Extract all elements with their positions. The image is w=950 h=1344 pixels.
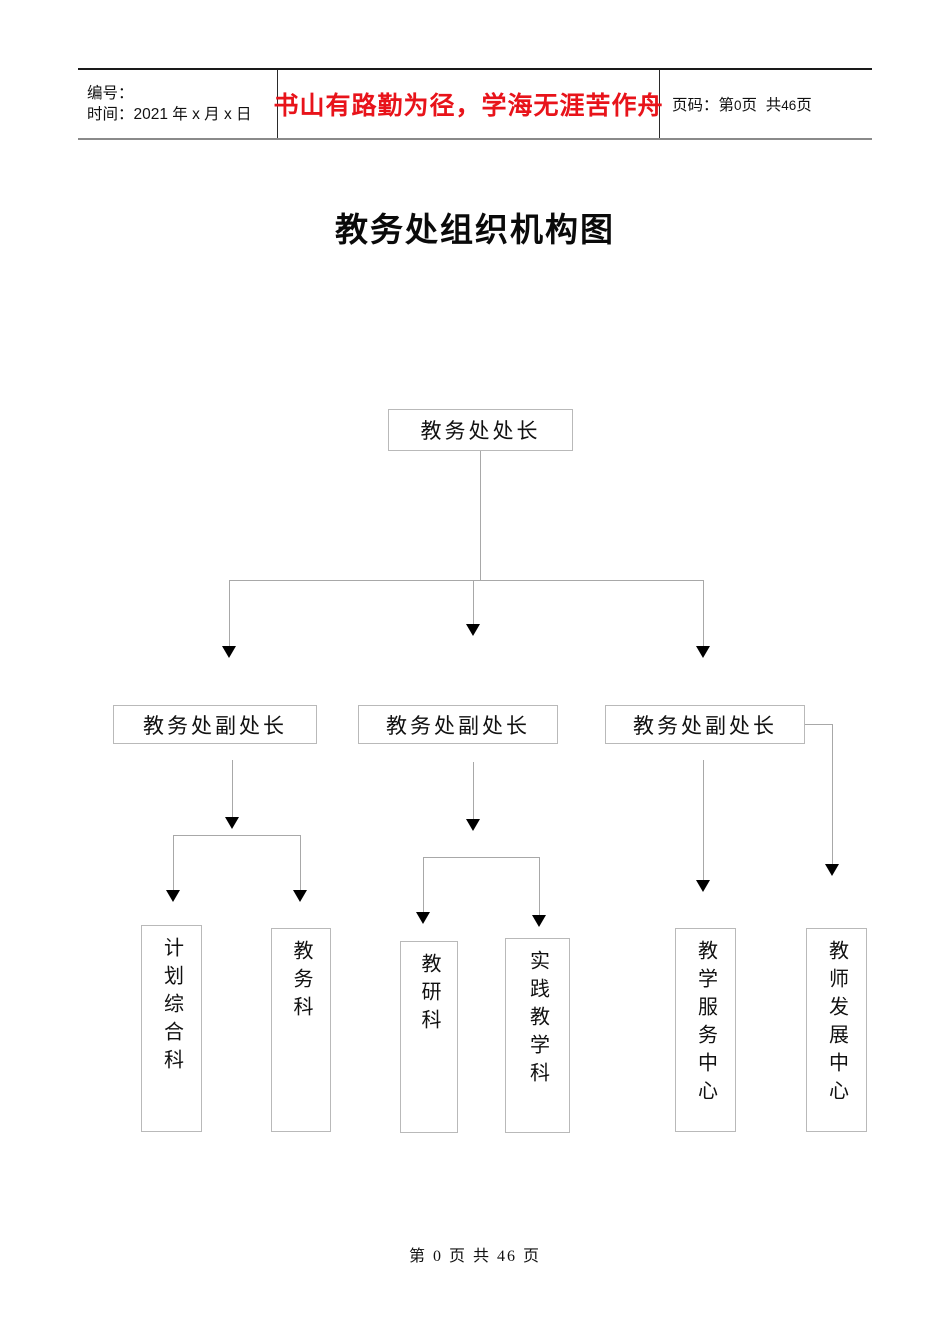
org-node-unit-1-label: 计划综合科 (160, 937, 183, 1077)
connector-to-unit-1 (173, 835, 174, 892)
arrowhead-to-unit-4 (532, 915, 546, 927)
header-page-label: 页码： (672, 97, 719, 114)
header-page-total-suffix: 页 (796, 97, 812, 114)
org-node-unit-6[interactable]: 教师发展中心 (806, 928, 867, 1132)
header-pagination: 页码：第0页 共46页 (672, 93, 872, 115)
header-cell-slogan: 书山有路勤为径，学海无涯苦作舟 (274, 70, 663, 138)
org-node-deputy-2-label: 教务处副处长 (386, 713, 530, 738)
org-node-unit-3[interactable]: 教研科 (400, 941, 458, 1133)
arrowhead-to-unit-1 (166, 890, 180, 902)
header-page-total-prefix: 共 (765, 97, 782, 114)
org-node-deputy-3[interactable]: 教务处副处长 (605, 705, 805, 744)
org-node-deputy-3-label: 教务处副处长 (633, 713, 777, 738)
header-slogan: 书山有路勤为径，学海无涯苦作舟 (273, 93, 664, 120)
arrowhead-to-unit-5 (696, 880, 710, 892)
org-node-director[interactable]: 教务处处长 (388, 409, 573, 451)
org-node-unit-6-label: 教师发展中心 (825, 940, 848, 1108)
header-cell-pagination: 页码：第0页 共46页 (660, 70, 872, 138)
header-cell-code-time: 编号： 时间：2021 年 x 月 x 日 (78, 70, 278, 138)
page-footer: 第 0 页 共 46 页 (408, 1248, 541, 1265)
org-node-unit-2-label: 教务科 (290, 940, 312, 1024)
org-node-deputy-1[interactable]: 教务处副处长 (113, 705, 317, 744)
arrowhead-to-unit-6 (825, 864, 839, 876)
connector-to-deputy-1 (229, 580, 230, 646)
connector-to-unit-2 (300, 835, 301, 892)
connector-deputy-1-bar (173, 835, 301, 836)
header-page-current: 0 (734, 98, 742, 113)
org-node-unit-2[interactable]: 教务科 (271, 928, 331, 1132)
connector-to-unit-6 (832, 724, 833, 866)
arrowhead-deputy-1-stem (225, 817, 239, 829)
connector-to-unit-4 (539, 857, 540, 917)
connector-deputy-2-bar (423, 857, 539, 858)
org-node-deputy-2[interactable]: 教务处副处长 (358, 705, 558, 744)
page-title: 教务处组织机构图 (335, 211, 615, 248)
org-node-unit-5-label: 教学服务中心 (694, 940, 717, 1108)
arrowhead-to-unit-2 (293, 890, 307, 902)
header-page-total: 46 (781, 98, 797, 113)
org-node-director-label: 教务处处长 (420, 419, 541, 443)
org-node-unit-4[interactable]: 实践教学科 (505, 938, 570, 1133)
connector-deputy-1-stem (232, 760, 233, 817)
header-page-current-prefix: 第 (718, 97, 735, 114)
org-node-unit-1[interactable]: 计划综合科 (141, 925, 202, 1132)
header-time-label: 时间：2021 年 x 月 x 日 (87, 106, 252, 123)
header-table: 编号： 时间：2021 年 x 月 x 日 书山有路勤为径，学海无涯苦作舟 页码… (78, 68, 872, 140)
org-node-deputy-1-label: 教务处副处长 (143, 713, 287, 738)
arrowhead-to-deputy-1 (222, 646, 236, 658)
connector-deputy-2-stem (473, 762, 474, 819)
connector-level2-bar (229, 580, 703, 581)
arrowhead-to-deputy-2 (466, 624, 480, 636)
connector-to-unit-3 (423, 857, 424, 914)
connector-to-unit-5 (703, 760, 704, 882)
header-code-label: 编号： (87, 85, 134, 102)
connector-root-stem (480, 451, 481, 580)
connector-to-deputy-2 (473, 580, 474, 624)
arrowhead-to-unit-3 (416, 912, 430, 924)
org-node-unit-5[interactable]: 教学服务中心 (675, 928, 736, 1132)
header-page-current-suffix: 页 (741, 97, 758, 114)
connector-deputy-3-elbow (805, 724, 833, 725)
org-node-unit-4-label: 实践教学科 (526, 950, 549, 1090)
org-node-unit-3-label: 教研科 (418, 953, 440, 1037)
connector-to-deputy-3 (703, 580, 704, 646)
arrowhead-deputy-2-stem (466, 819, 480, 831)
arrowhead-to-deputy-3 (696, 646, 710, 658)
